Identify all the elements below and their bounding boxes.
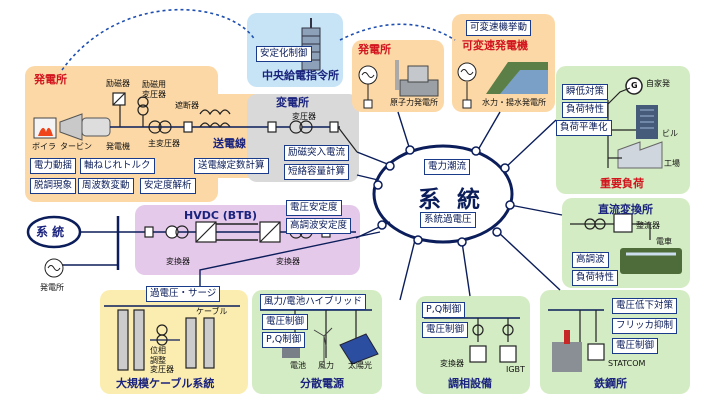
- substation-label-inrush: 励磁突入電流: [284, 145, 350, 161]
- statcom-icon: [587, 343, 605, 361]
- building-text: ビル: [662, 129, 678, 138]
- statcom-text: STATCOM: [608, 359, 646, 368]
- pumped-caption: 水力・揚水発電所: [482, 98, 546, 107]
- nuclear-title: 発電所: [358, 43, 391, 56]
- load-label-sag: 瞬低対策: [562, 84, 609, 100]
- nuclear-caption: 原子力発電所: [390, 98, 438, 107]
- train-text: 電車: [656, 237, 672, 246]
- steel-plant-icon: [552, 330, 582, 372]
- battery-text: 電池: [290, 361, 306, 370]
- comm-link-plant: [61, 8, 256, 71]
- plant-label-frequency: 周波数変動: [78, 178, 134, 194]
- pumped-hydro-icon: [457, 62, 548, 109]
- self-gen-text: 自家発: [646, 79, 670, 88]
- hvdc-label-voltage: 電圧安定度: [286, 200, 342, 216]
- main-tf-text: 主変圧器: [148, 139, 180, 148]
- exciter-text: 励磁器: [106, 79, 130, 88]
- transmission-label: 送電線定数計算: [194, 158, 269, 174]
- boiler-text: ボイラ: [32, 142, 56, 151]
- steel-title: 鉄鋼所: [594, 377, 627, 390]
- substation-label-shortcircuit: 短絡容量計算: [284, 164, 350, 180]
- distributed-title: 分散電源: [300, 377, 344, 390]
- exciter-tf-text: 励磁用 変圧器: [142, 80, 166, 99]
- turbine-text: タービン: [60, 142, 92, 151]
- dist-label-pq: P,Q制御: [262, 332, 306, 348]
- load-label-characteristics: 負荷特性: [562, 102, 609, 118]
- hvdc-conv2: 変換器: [276, 257, 300, 266]
- left-gen-text: 発電所: [40, 283, 64, 292]
- pumped-title: 可変速発電機: [462, 39, 528, 52]
- steel-label-flicker: フリッカ抑制: [612, 318, 678, 334]
- breaker-text: 遮断器: [175, 101, 199, 110]
- boiler-icon: [33, 117, 57, 139]
- steel-label-voltage: 電圧制御: [612, 338, 659, 354]
- transmission-coil-icon: [199, 109, 231, 129]
- dist-label-hybrid: 風力/電池ハイブリッド: [260, 294, 367, 310]
- pumped-label: 可変速機挙動: [466, 20, 532, 36]
- factory-text: 工場: [664, 159, 680, 168]
- dist-label-voltage: 電圧制御: [262, 314, 309, 330]
- reg-converter-text: 変換器: [440, 359, 464, 368]
- self-generator-icon: [625, 77, 643, 95]
- left-generator-icon: [44, 258, 64, 278]
- nuclear-plant-icon: [358, 60, 439, 109]
- generator-text: 発電機: [106, 142, 130, 151]
- steel-label-sag: 電圧低下対策: [612, 298, 678, 314]
- plant-title: 発電所: [34, 73, 67, 86]
- train-icon: [620, 248, 682, 274]
- cable-title: 大規模ケーブル系統: [116, 377, 215, 390]
- generator-icon: [81, 117, 111, 137]
- turbine-icon: [59, 113, 83, 141]
- igbt-icon: [499, 345, 517, 363]
- control-tower-icon: [301, 18, 321, 71]
- control-title: 中央給電指令所: [262, 69, 339, 82]
- reg-label-pq: P,Q制御: [422, 302, 466, 318]
- reg-label-voltage: 電圧制御: [422, 322, 469, 338]
- hub-power-flow: 電力潮流: [424, 159, 471, 175]
- plant-label-stability: 安定度解析: [140, 178, 196, 194]
- igbt-text: IGBT: [506, 365, 525, 374]
- self-gen-g: G: [631, 81, 638, 90]
- control-label: 安定化制御: [256, 46, 312, 62]
- wind-text: 風力: [318, 361, 334, 370]
- plant-label-shaft-torque: 軸ねじれトルク: [80, 158, 155, 174]
- hvdc-title: HVDC (BTB): [184, 209, 258, 222]
- regulation-title: 調相設備: [448, 377, 492, 390]
- regulation-converter-icon: [469, 345, 487, 363]
- building-icon: [636, 105, 658, 139]
- dc-label-load: 負荷特性: [572, 270, 619, 286]
- dc-label-harmonic: 高調波: [572, 252, 609, 268]
- left-system-title: 系 統: [36, 225, 65, 239]
- comm-link-pumped: [339, 23, 456, 41]
- solar-panel-icon: [339, 333, 379, 365]
- dc-title: 直流変換所: [598, 203, 653, 216]
- hvdc-conv1: 変換器: [166, 257, 190, 266]
- wind-turbine-icon: [313, 327, 333, 362]
- plant-label-step-out: 脱調現象: [30, 178, 77, 194]
- cable-text: ケーブル: [196, 307, 228, 316]
- rectifier-text: 整流器: [636, 221, 660, 230]
- solar-text: 太陽光: [348, 361, 372, 370]
- phase-tf-text: 位相 調整 変圧器: [150, 346, 174, 375]
- cable-label-surge: 過電圧・サージ: [146, 286, 221, 302]
- factory-icon: [617, 141, 663, 169]
- plant-label-oscillation: 電力動揺: [30, 158, 77, 174]
- hub-overvoltage: 系統過電圧: [420, 212, 476, 228]
- hub-title: 系 統: [418, 187, 485, 213]
- substation-title: 変電所: [276, 96, 309, 109]
- substation-tf-text: 変圧器: [292, 112, 316, 121]
- loads-title: 重要負荷: [600, 177, 644, 190]
- load-label-leveling: 負荷平準化: [556, 120, 612, 136]
- transmission-title: 送電線: [213, 137, 246, 150]
- hvdc-label-harmonic: 高調波安定度: [286, 218, 352, 234]
- system-ring: [372, 144, 514, 244]
